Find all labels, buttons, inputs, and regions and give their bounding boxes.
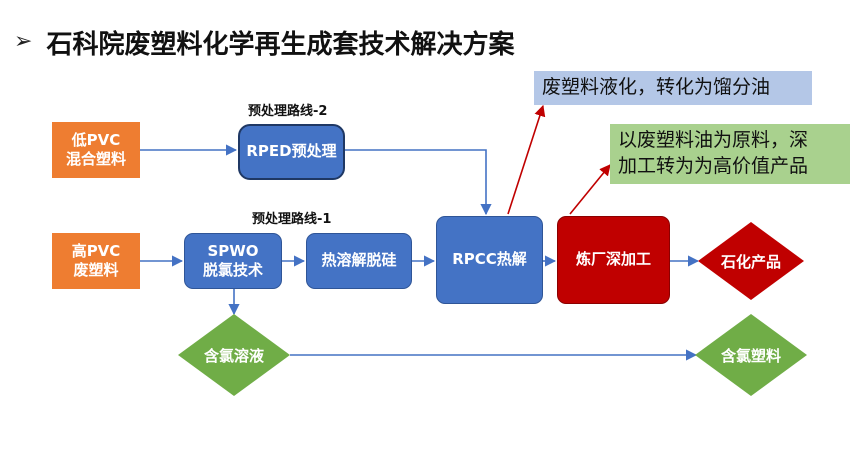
title-row: ➢ 石科院废塑料化学再生成套技术解决方案 [14, 22, 514, 62]
arrow-rped-rpcc [345, 149, 492, 216]
diamond-chlorine-plastic [695, 314, 807, 396]
node-spwo-line2: 脱氯技术 [202, 261, 263, 279]
node-low-pvc-line1: 低PVC [71, 130, 121, 149]
node-low-pvc-line2: 混合塑料 [65, 150, 126, 168]
page-title: 石科院废塑料化学再生成套技术解决方案 [46, 29, 515, 60]
node-refinery-label: 炼厂深加工 [575, 250, 651, 269]
node-petrochem-label: 石化产品 [720, 252, 781, 271]
node-rped-label: RPED预处理 [246, 142, 337, 161]
node-spwo-line1: SPWO [207, 241, 259, 260]
node-high-pvc-line1: 高PVC [71, 241, 121, 260]
note-deep-processing-line2: 加工转为为高价值产品 [618, 154, 809, 177]
node-high-pvc: 高PVC 废塑料 [52, 233, 140, 289]
note-liquefaction: 废塑料液化，转化为馏分油 [534, 71, 812, 105]
node-pyrolysis-desilicon: 热溶解脱硅 [306, 233, 412, 289]
node-spwo: SPWO 脱氯技术 [184, 233, 282, 289]
diamond-petrochem [698, 222, 804, 300]
node-pyrolysis-desilicon-label: 热溶解脱硅 [321, 251, 397, 270]
node-chlorine-solution-label: 含氯溶液 [203, 346, 264, 365]
route-2-label: 预处理路线-2 [248, 104, 328, 119]
node-high-pvc-line2: 废塑料 [73, 261, 119, 279]
note-deep-processing: 以废塑料油为原料，深 加工转为为高价值产品 [610, 124, 850, 184]
arrow-refinery-note-deep [569, 164, 611, 215]
route-1-label: 预处理路线-1 [252, 212, 332, 227]
bullet-arrow-icon: ➢ [14, 29, 33, 54]
node-chlorine-plastic-label: 含氯塑料 [720, 346, 781, 365]
arrow-rpcc-note-liquefaction [507, 104, 546, 215]
note-deep-processing-line1: 以废塑料油为原料，深 [618, 129, 809, 151]
node-rped: RPED预处理 [238, 124, 345, 180]
node-low-pvc: 低PVC 混合塑料 [52, 122, 140, 178]
node-refinery: 炼厂深加工 [557, 216, 670, 304]
node-rpcc-label: RPCC热解 [452, 250, 527, 269]
diamond-chlorine-solution [178, 314, 290, 396]
node-rpcc: RPCC热解 [436, 216, 543, 304]
